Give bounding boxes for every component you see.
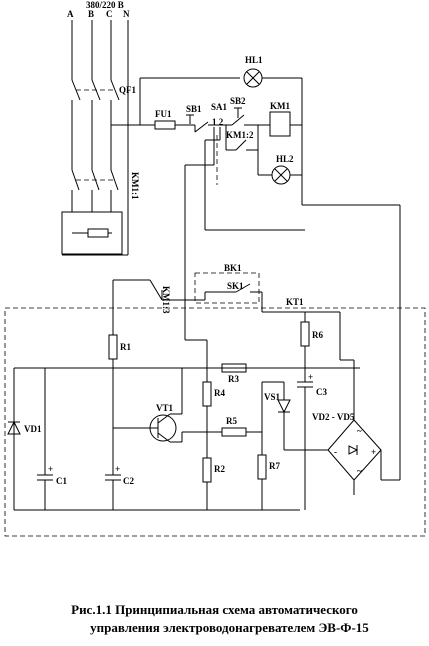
vd2-vd5-label: VD2 - VD5 bbox=[312, 412, 355, 422]
r6-label: R6 bbox=[312, 330, 323, 340]
lamp-hl2-branch bbox=[257, 150, 302, 185]
phase-n-label: N bbox=[123, 9, 130, 19]
r3-label: R3 bbox=[228, 374, 239, 384]
caption-line-2: управления электроводонагревателем ЭВ-Ф-… bbox=[90, 620, 369, 635]
kt1-label: KT1 bbox=[286, 297, 304, 307]
voltage-label: 380/220 В bbox=[86, 0, 124, 10]
coil-km1 bbox=[258, 110, 303, 205]
resistor-r5 bbox=[221, 427, 247, 437]
fu1-label: FU1 bbox=[155, 109, 172, 119]
sensor-bk1 bbox=[194, 272, 260, 304]
resistor-r4 bbox=[202, 381, 212, 407]
contact-sk1 bbox=[205, 283, 263, 312]
hl2-label: HL2 bbox=[276, 154, 294, 164]
sk1-label: SK1 bbox=[227, 281, 244, 291]
c3-label: C3 bbox=[316, 387, 327, 397]
phase-a-label: A bbox=[67, 9, 74, 19]
phase-b-label: B bbox=[88, 9, 94, 19]
zener-vd1 bbox=[7, 368, 21, 510]
bridge-ac-top-label: ~ bbox=[357, 426, 362, 436]
sb1-label: SB1 bbox=[186, 104, 202, 114]
contact-km1-3 bbox=[112, 279, 206, 335]
heater-load bbox=[61, 211, 128, 256]
diode-bridge-vd2-vd5 bbox=[327, 312, 382, 495]
qf1-label: QF1 bbox=[119, 85, 136, 95]
capacitor-c3 bbox=[297, 381, 313, 510]
sb2-label: SB2 bbox=[230, 96, 246, 106]
control-circuit-top bbox=[111, 68, 303, 126]
c1-plus-label: + bbox=[48, 464, 53, 474]
r2-label: R2 bbox=[214, 464, 225, 474]
bk1-label: BK1 bbox=[224, 263, 242, 273]
r1-label: R1 bbox=[120, 342, 131, 352]
km1-2-label: KM1:2 bbox=[226, 130, 254, 140]
caption-line-1: Рис.1.1 Принципиальная схема автоматичес… bbox=[71, 602, 358, 617]
r4-label: R4 bbox=[214, 388, 225, 398]
thyristor-vs1 bbox=[261, 381, 328, 455]
transistor-vt1 bbox=[113, 368, 207, 443]
hl1-label: HL1 bbox=[245, 55, 263, 65]
relay-kt1-frame bbox=[4, 307, 426, 537]
resistor-r1 bbox=[108, 334, 118, 360]
capacitor-c2 bbox=[105, 474, 121, 510]
c1-label: C1 bbox=[56, 476, 67, 486]
fuse-fu1 bbox=[154, 120, 176, 130]
r7-label: R7 bbox=[269, 461, 280, 471]
km1-label: KM1 bbox=[270, 101, 290, 111]
sa1-label: SA1 bbox=[211, 102, 228, 112]
resistor-r7 bbox=[257, 454, 267, 480]
resistor-r3 bbox=[221, 363, 247, 373]
bridge-minus-label: - bbox=[334, 447, 337, 457]
c2-plus-label: + bbox=[115, 464, 120, 474]
sa1-positions-label: 1 2 bbox=[212, 117, 224, 127]
contact-km1-2 bbox=[225, 125, 259, 151]
phase-c-label: C bbox=[106, 9, 113, 19]
button-sb1 bbox=[186, 114, 220, 133]
selector-sa1 bbox=[184, 127, 221, 340]
breaker-qf1 bbox=[71, 79, 120, 170]
km1-1-label: KM1:1 bbox=[130, 172, 140, 200]
contacts-km1-1 bbox=[71, 169, 119, 212]
r5-label: R5 bbox=[226, 416, 237, 426]
c2-label: C2 bbox=[123, 476, 134, 486]
return-lines bbox=[205, 204, 401, 481]
bridge-ac-bottom-label: ~ bbox=[357, 466, 362, 476]
button-sb2 bbox=[220, 107, 258, 126]
vd1-label: VD1 bbox=[24, 424, 42, 434]
resistor-r6 bbox=[300, 321, 310, 347]
capacitor-c1 bbox=[37, 368, 53, 510]
vt1-label: VT1 bbox=[156, 403, 174, 413]
vs1-label: VS1 bbox=[264, 392, 281, 402]
bridge-plus-label: + bbox=[371, 447, 376, 457]
km1-3-label: KM1:3 bbox=[161, 286, 171, 314]
c3-plus-label: + bbox=[308, 372, 313, 382]
power-lines bbox=[71, 20, 129, 255]
resistor-r2 bbox=[202, 457, 212, 483]
